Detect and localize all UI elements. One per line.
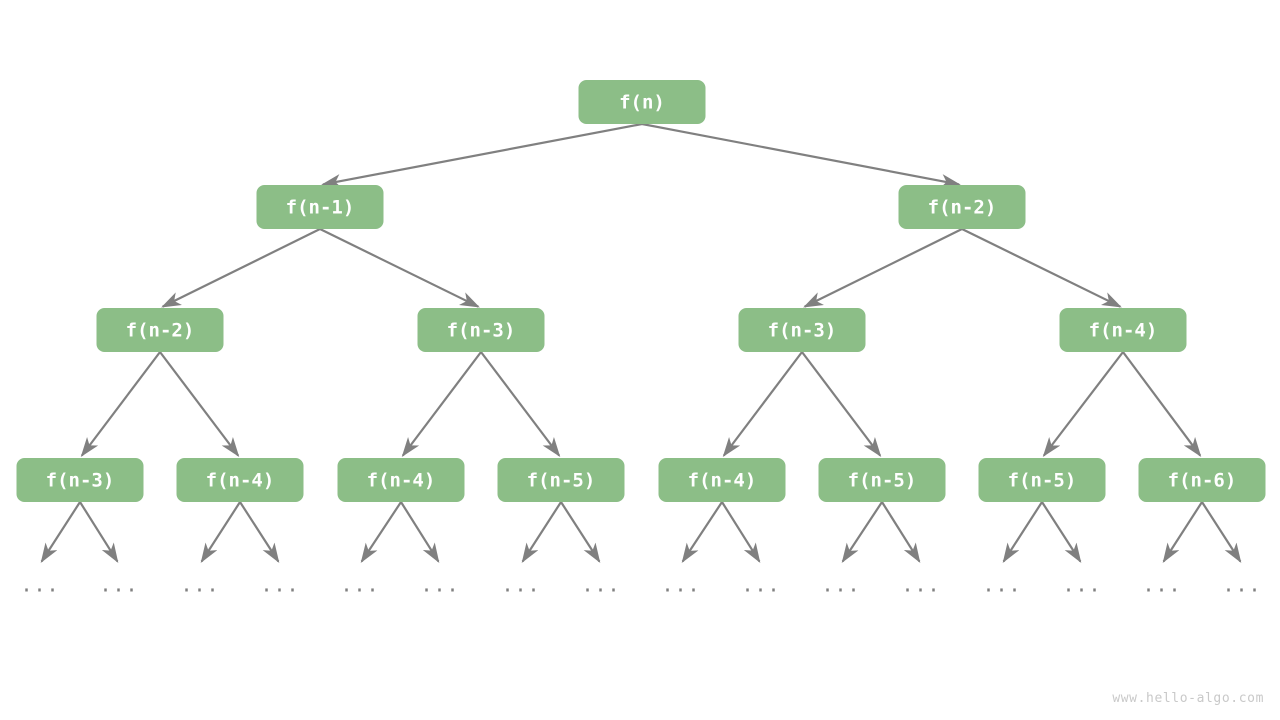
tree-node[interactable]: f(n-2)	[96, 308, 224, 352]
ellipsis-marker: ...	[1222, 573, 1261, 597]
ellipsis-marker: ...	[581, 573, 620, 597]
node-label: f(n-5)	[527, 470, 596, 492]
watermark: www.hello-algo.com	[1112, 691, 1264, 706]
edge-n4-to-n9	[401, 351, 482, 458]
tree-node[interactable]: f(n-5)	[497, 458, 625, 502]
edge-n0-to-n1	[321, 122, 643, 189]
edge-n14-to-e15	[1201, 501, 1242, 563]
ellipsis-marker: ...	[661, 573, 700, 597]
node-box	[978, 458, 1106, 502]
tree-node[interactable]: f(n-3)	[738, 308, 866, 352]
node-box	[738, 308, 866, 352]
node-label: f(n-3)	[46, 470, 115, 492]
tree-node[interactable]: f(n-4)	[176, 458, 304, 502]
node-label: f(n-4)	[367, 470, 436, 492]
edge-n2-to-n5	[803, 228, 963, 308]
edge-n5-to-n12	[801, 351, 882, 458]
edge-n13-to-e13	[1041, 501, 1082, 563]
ellipsis-marker: ...	[901, 573, 940, 597]
node-box	[497, 458, 625, 502]
tree-node[interactable]: f(n-3)	[16, 458, 144, 502]
node-label: f(n-4)	[206, 470, 275, 492]
ellipsis-marker: ...	[741, 573, 780, 597]
node-label: f(n-5)	[1008, 470, 1077, 492]
node-box	[898, 185, 1026, 229]
ellipsis-marker: ...	[260, 573, 299, 597]
ellipsis-marker: ...	[1142, 573, 1181, 597]
tree-node[interactable]: f(n-5)	[978, 458, 1106, 502]
ellipsis-marker: ...	[180, 573, 219, 597]
edge-n5-to-n11	[722, 351, 803, 458]
edge-n9-to-e5	[400, 501, 440, 563]
edge-n12-to-e11	[881, 501, 921, 563]
tree-node[interactable]: f(n-4)	[658, 458, 786, 502]
edge-n7-to-e1	[79, 501, 119, 563]
node-label: f(n)	[619, 92, 665, 114]
edge-n7-to-e0	[40, 501, 81, 563]
node-box	[256, 185, 384, 229]
node-box	[658, 458, 786, 502]
node-label: f(n-3)	[447, 320, 516, 342]
node-box	[16, 458, 144, 502]
edge-n12-to-e10	[841, 501, 883, 563]
tree-node[interactable]: f(n-5)	[818, 458, 946, 502]
node-box	[417, 308, 545, 352]
ellipsis-layer: ........................................…	[20, 573, 1261, 597]
node-label: f(n-2)	[928, 197, 997, 219]
node-label: f(n-3)	[768, 320, 837, 342]
node-label: f(n-5)	[848, 470, 917, 492]
ellipsis-marker: ...	[821, 573, 860, 597]
tree-node[interactable]: f(n-6)	[1138, 458, 1266, 502]
edge-n11-to-e9	[721, 501, 761, 563]
node-label: f(n-6)	[1168, 470, 1237, 492]
edge-n3-to-n8	[159, 351, 240, 458]
ellipsis-marker: ...	[99, 573, 138, 597]
edge-n10-to-e6	[521, 501, 562, 563]
node-label: f(n-4)	[1089, 320, 1158, 342]
ellipsis-marker: ...	[420, 573, 459, 597]
node-label: f(n-2)	[126, 320, 195, 342]
edge-n4-to-n10	[480, 351, 561, 458]
node-label: f(n-1)	[286, 197, 355, 219]
edge-n1-to-n3	[161, 228, 321, 308]
node-box	[1138, 458, 1266, 502]
tree-node[interactable]: f(n-4)	[337, 458, 465, 502]
ellipsis-marker: ...	[1062, 573, 1101, 597]
edge-n6-to-n14	[1122, 351, 1202, 458]
nodes-layer: f(n) f(n-1) f(n-2) f(n-2) f(n-3) f(n-3) f(n-4)…	[16, 80, 1266, 502]
node-box	[337, 458, 465, 502]
edge-n6-to-n13	[1042, 351, 1124, 458]
ellipsis-marker: ...	[340, 573, 379, 597]
edge-n0-to-n2	[641, 122, 961, 188]
edge-n8-to-e2	[200, 501, 241, 563]
tree-node[interactable]: f(n-3)	[417, 308, 545, 352]
node-box	[176, 458, 304, 502]
node-label: f(n-4)	[688, 470, 757, 492]
edges-layer	[40, 122, 1242, 563]
tree-node[interactable]: f(n)	[578, 80, 706, 124]
ellipsis-marker: ...	[982, 573, 1021, 597]
edge-n9-to-e4	[360, 501, 402, 563]
tree-node[interactable]: f(n-2)	[898, 185, 1026, 229]
edge-n13-to-e12	[1002, 501, 1043, 563]
edge-n3-to-n7	[80, 351, 161, 458]
tree-node[interactable]: f(n-4)	[1059, 308, 1187, 352]
node-box	[818, 458, 946, 502]
edge-n14-to-e14	[1162, 501, 1203, 563]
node-box	[96, 308, 224, 352]
ellipsis-marker: ...	[501, 573, 540, 597]
edge-n1-to-n4	[319, 228, 480, 308]
node-box	[1059, 308, 1187, 352]
edge-n8-to-e3	[239, 501, 280, 563]
edge-n10-to-e7	[560, 501, 601, 563]
edge-n11-to-e8	[681, 501, 723, 563]
edge-n2-to-n6	[961, 228, 1122, 308]
tree-node[interactable]: f(n-1)	[256, 185, 384, 229]
node-box	[578, 80, 706, 124]
ellipsis-marker: ...	[20, 573, 59, 597]
